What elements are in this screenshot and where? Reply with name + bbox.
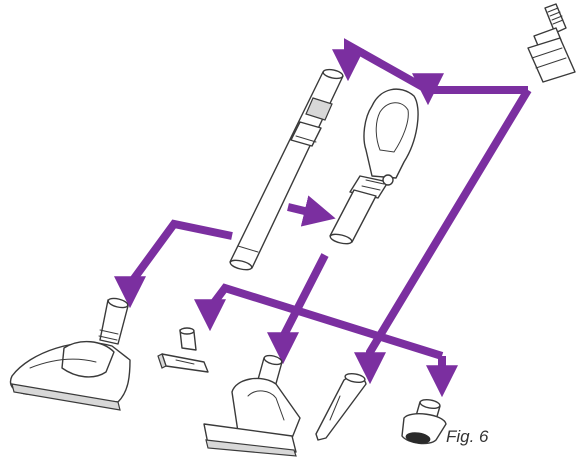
arrow-to-small-nozzle bbox=[210, 288, 442, 356]
turbo-brush-icon bbox=[204, 354, 300, 456]
arrow-tube-to-handle bbox=[288, 207, 317, 214]
hose-connector-icon bbox=[528, 4, 575, 82]
floor-brush-icon bbox=[11, 297, 130, 410]
figure-caption: Fig. 6 bbox=[446, 427, 489, 447]
arrow-handle-branch bbox=[283, 255, 325, 345]
handle-icon bbox=[329, 89, 418, 245]
crevice-tool-icon bbox=[316, 372, 366, 440]
arrow-to-extension-tube bbox=[348, 45, 528, 90]
small-nozzle-icon bbox=[158, 328, 208, 372]
dusting-nozzle-icon bbox=[402, 398, 446, 444]
extension-tube-icon bbox=[229, 68, 343, 272]
arrow-to-floor-brush bbox=[130, 224, 232, 289]
